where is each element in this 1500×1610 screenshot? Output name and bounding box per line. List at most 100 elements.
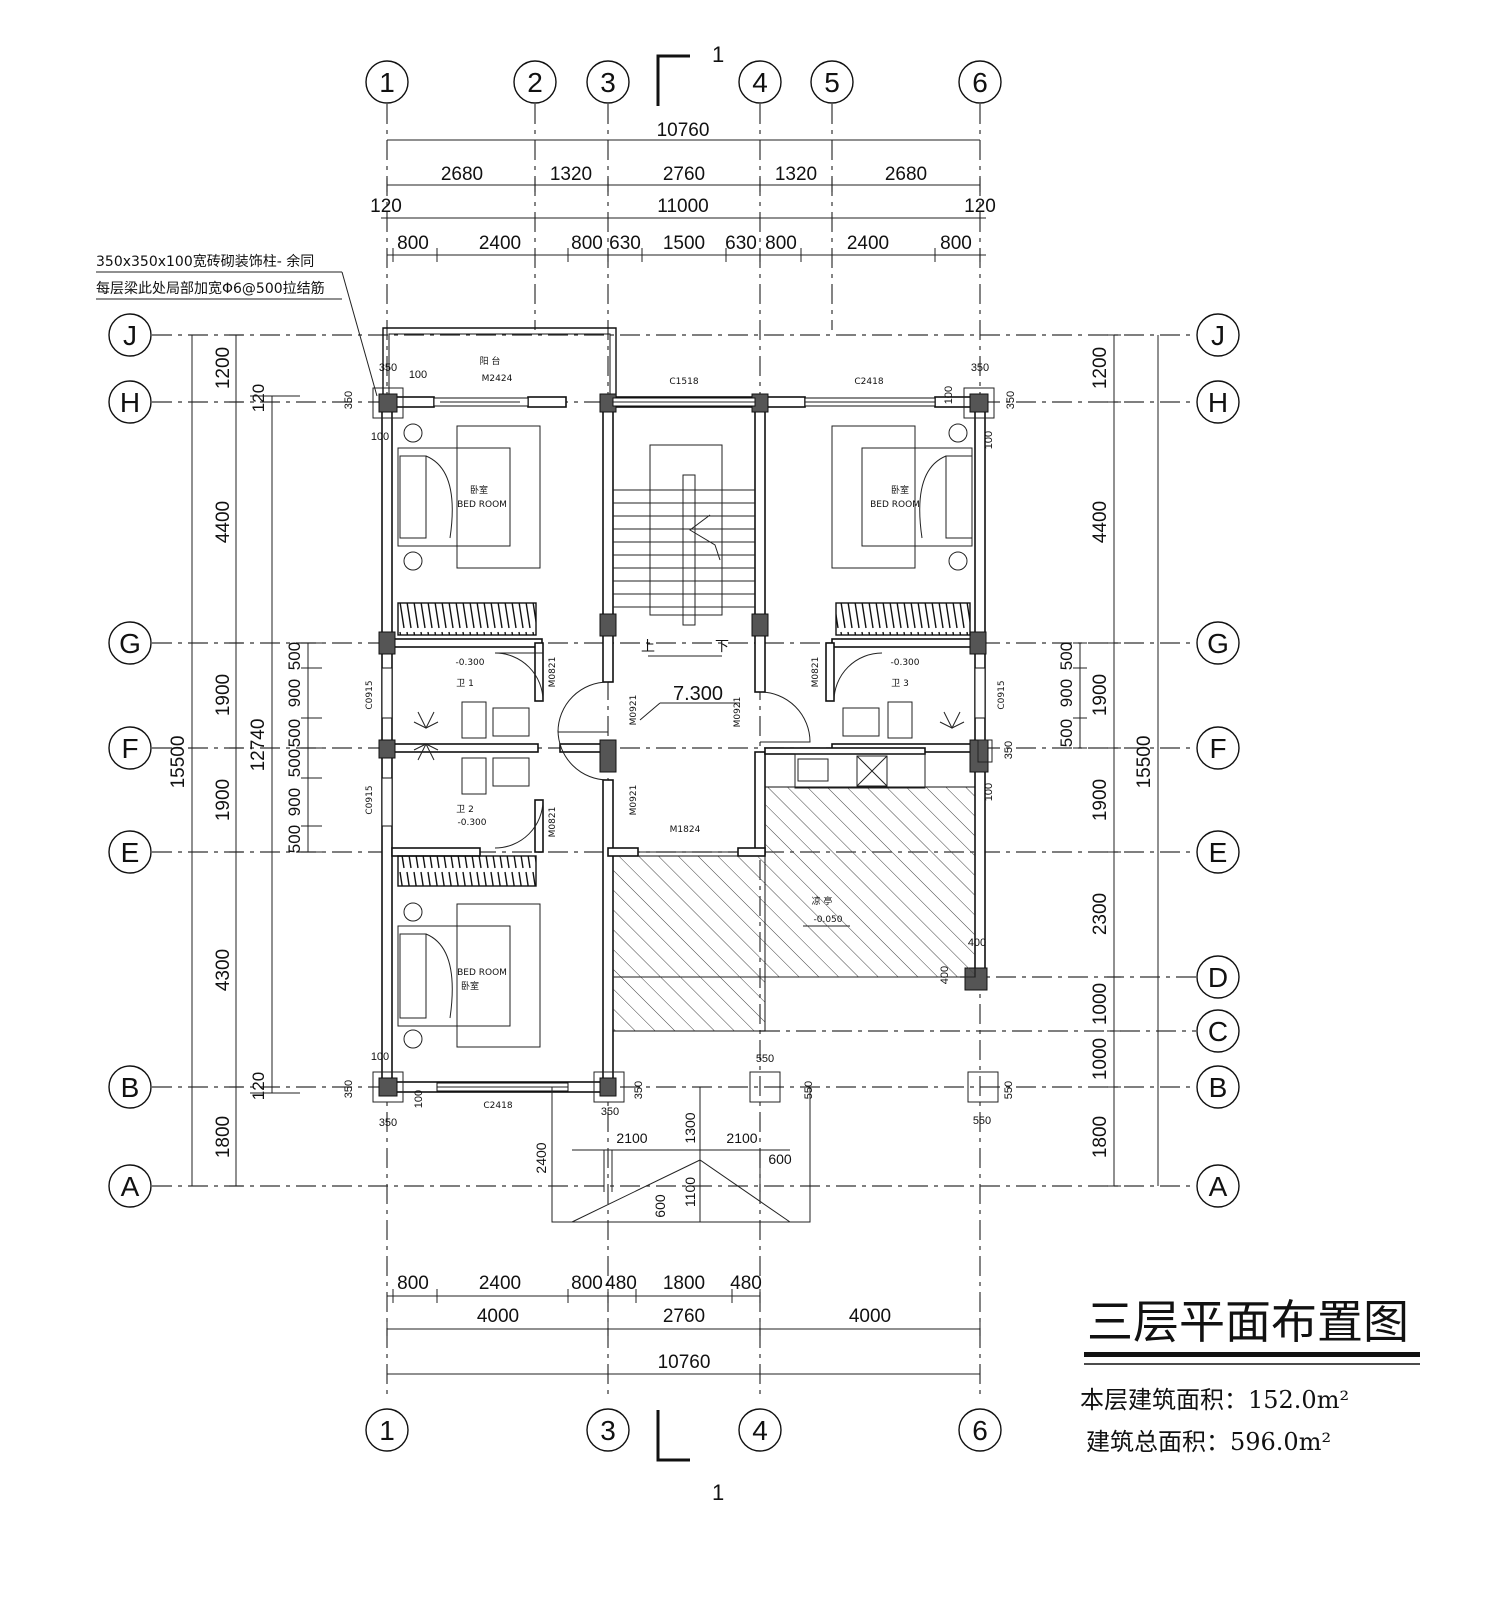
svg-text:H: H (1208, 387, 1228, 418)
svg-text:C2418: C2418 (854, 377, 883, 387)
svg-text:下: 下 (715, 639, 729, 655)
svg-text:M0921: M0921 (733, 697, 743, 728)
svg-text:卫 1: 卫 1 (456, 679, 474, 689)
svg-text:G: G (1207, 628, 1229, 659)
svg-text:M0821: M0821 (811, 657, 821, 688)
svg-text:4400: 4400 (213, 501, 234, 543)
svg-text:J: J (1211, 320, 1225, 351)
svg-text:E: E (121, 837, 140, 868)
svg-text:15500: 15500 (1134, 736, 1155, 789)
svg-text:7.300: 7.300 (673, 683, 723, 705)
svg-text:A: A (121, 1171, 140, 1202)
svg-text:2300: 2300 (1090, 893, 1111, 935)
axis-bubble-left-E: E (108, 830, 152, 874)
svg-text:6: 6 (972, 67, 988, 98)
svg-text:1: 1 (712, 1480, 724, 1505)
svg-text:D: D (1208, 962, 1228, 993)
svg-text:2400: 2400 (847, 233, 889, 254)
svg-text:350: 350 (379, 362, 397, 374)
svg-text:卧室: 卧室 (470, 484, 488, 496)
axis-bubbles-right: J H G F E D C B A (1196, 313, 1240, 1208)
svg-text:480: 480 (730, 1273, 762, 1294)
svg-text:卫 3: 卫 3 (891, 679, 909, 689)
axis-bubble-top-1: 1 (365, 60, 409, 104)
svg-text:350: 350 (1005, 391, 1017, 409)
svg-text:-0.300: -0.300 (455, 658, 484, 668)
svg-text:1100: 1100 (682, 1177, 698, 1207)
svg-text:阳 台: 阳 台 (480, 355, 501, 367)
section-mark-top: 1 (656, 42, 724, 106)
svg-text:500: 500 (285, 825, 304, 853)
axis-bubble-left-A: A (108, 1164, 152, 1208)
svg-text:凉 亭: 凉 亭 (812, 895, 833, 907)
svg-text:1300: 1300 (682, 1112, 698, 1143)
axis-bubble-top-3: 3 (586, 60, 630, 104)
svg-text:1500: 1500 (663, 233, 705, 254)
bed-top-right: 卧室 BED ROOM (831, 423, 973, 571)
openings (381, 397, 986, 1092)
svg-text:350: 350 (343, 1080, 355, 1098)
svg-text:350: 350 (379, 1117, 397, 1129)
svg-text:2400: 2400 (479, 233, 521, 254)
svg-text:800: 800 (765, 233, 797, 254)
svg-text:400: 400 (968, 937, 986, 949)
svg-text:1000: 1000 (1090, 1038, 1111, 1080)
svg-text:2760: 2760 (663, 164, 705, 185)
svg-text:350: 350 (971, 362, 989, 374)
axis-bubbles-top: 1 2 3 4 5 6 (365, 60, 1002, 104)
svg-text:2760: 2760 (663, 1306, 705, 1327)
axis-bubble-right-B: B (1196, 1065, 1240, 1109)
svg-text:350x350x100宽砖砌装饰柱- 余同: 350x350x100宽砖砌装饰柱- 余同 (96, 253, 314, 270)
svg-text:1320: 1320 (775, 164, 817, 185)
svg-text:2: 2 (527, 67, 543, 98)
axis-bubble-right-J: J (1196, 313, 1240, 357)
svg-text:100: 100 (983, 431, 995, 449)
svg-text:4400: 4400 (1090, 501, 1111, 543)
svg-text:C1518: C1518 (669, 377, 698, 387)
svg-text:500: 500 (285, 642, 304, 670)
section-mark-bottom: 1 (656, 1410, 724, 1505)
svg-text:BED ROOM: BED ROOM (870, 500, 920, 510)
svg-text:每层梁此处局部加宽Φ6@500拉结筋: 每层梁此处局部加宽Φ6@500拉结筋 (96, 280, 325, 297)
svg-text:J: J (123, 320, 137, 351)
svg-text:1: 1 (379, 67, 395, 98)
axis-bubble-right-F: F (1196, 726, 1240, 770)
svg-text:M0821: M0821 (548, 807, 558, 838)
axis-bubble-top-6: 6 (958, 60, 1002, 104)
svg-text:10760: 10760 (657, 120, 710, 141)
svg-text:550: 550 (756, 1053, 774, 1065)
svg-text:-0.050: -0.050 (813, 915, 842, 925)
svg-text:550: 550 (803, 1081, 815, 1099)
plan-labels: 阳 台 M2424 C1518 C2418 C2418 M1824 7.300 … (343, 355, 1017, 1129)
svg-text:BED ROOM: BED ROOM (457, 968, 507, 978)
axis-bubble-bottom-1: 1 (365, 1408, 409, 1452)
svg-text:600: 600 (652, 1194, 668, 1218)
svg-text:G: G (119, 628, 141, 659)
svg-text:800: 800 (397, 1273, 429, 1294)
svg-text:1200: 1200 (1090, 347, 1111, 389)
svg-text:630: 630 (725, 233, 757, 254)
svg-text:800: 800 (940, 233, 972, 254)
svg-text:1900: 1900 (213, 779, 234, 821)
svg-text:1800: 1800 (663, 1273, 705, 1294)
beds: 卧室 BED ROOM 卧室 BED ROOM BED ROOM 卧室 (397, 423, 973, 1049)
axis-bubbles-bottom: 1 3 4 6 (365, 1408, 1002, 1452)
svg-text:C0915: C0915 (997, 680, 1007, 709)
svg-text:F: F (1209, 733, 1226, 764)
svg-text:120: 120 (249, 384, 268, 412)
axis-bubble-left-B: B (108, 1065, 152, 1109)
axis-bubble-bottom-3: 3 (586, 1408, 630, 1452)
bed-top-left: 卧室 BED ROOM (397, 423, 541, 571)
svg-text:10760: 10760 (658, 1352, 711, 1373)
dimensions-right: 15500 1200 4400 1900 1900 2300 1000 1000… (1057, 334, 1159, 1187)
stair: 上 下 (613, 444, 755, 657)
svg-text:1800: 1800 (213, 1116, 234, 1158)
svg-text:H: H (120, 387, 140, 418)
svg-text:卧室: 卧室 (461, 980, 479, 992)
drawing-title: 三层平面布置图 (1087, 1295, 1409, 1349)
svg-text:1900: 1900 (1090, 779, 1111, 821)
svg-text:3: 3 (600, 67, 616, 98)
axis-bubble-left-G: G (108, 621, 152, 665)
svg-text:900: 900 (285, 788, 304, 816)
